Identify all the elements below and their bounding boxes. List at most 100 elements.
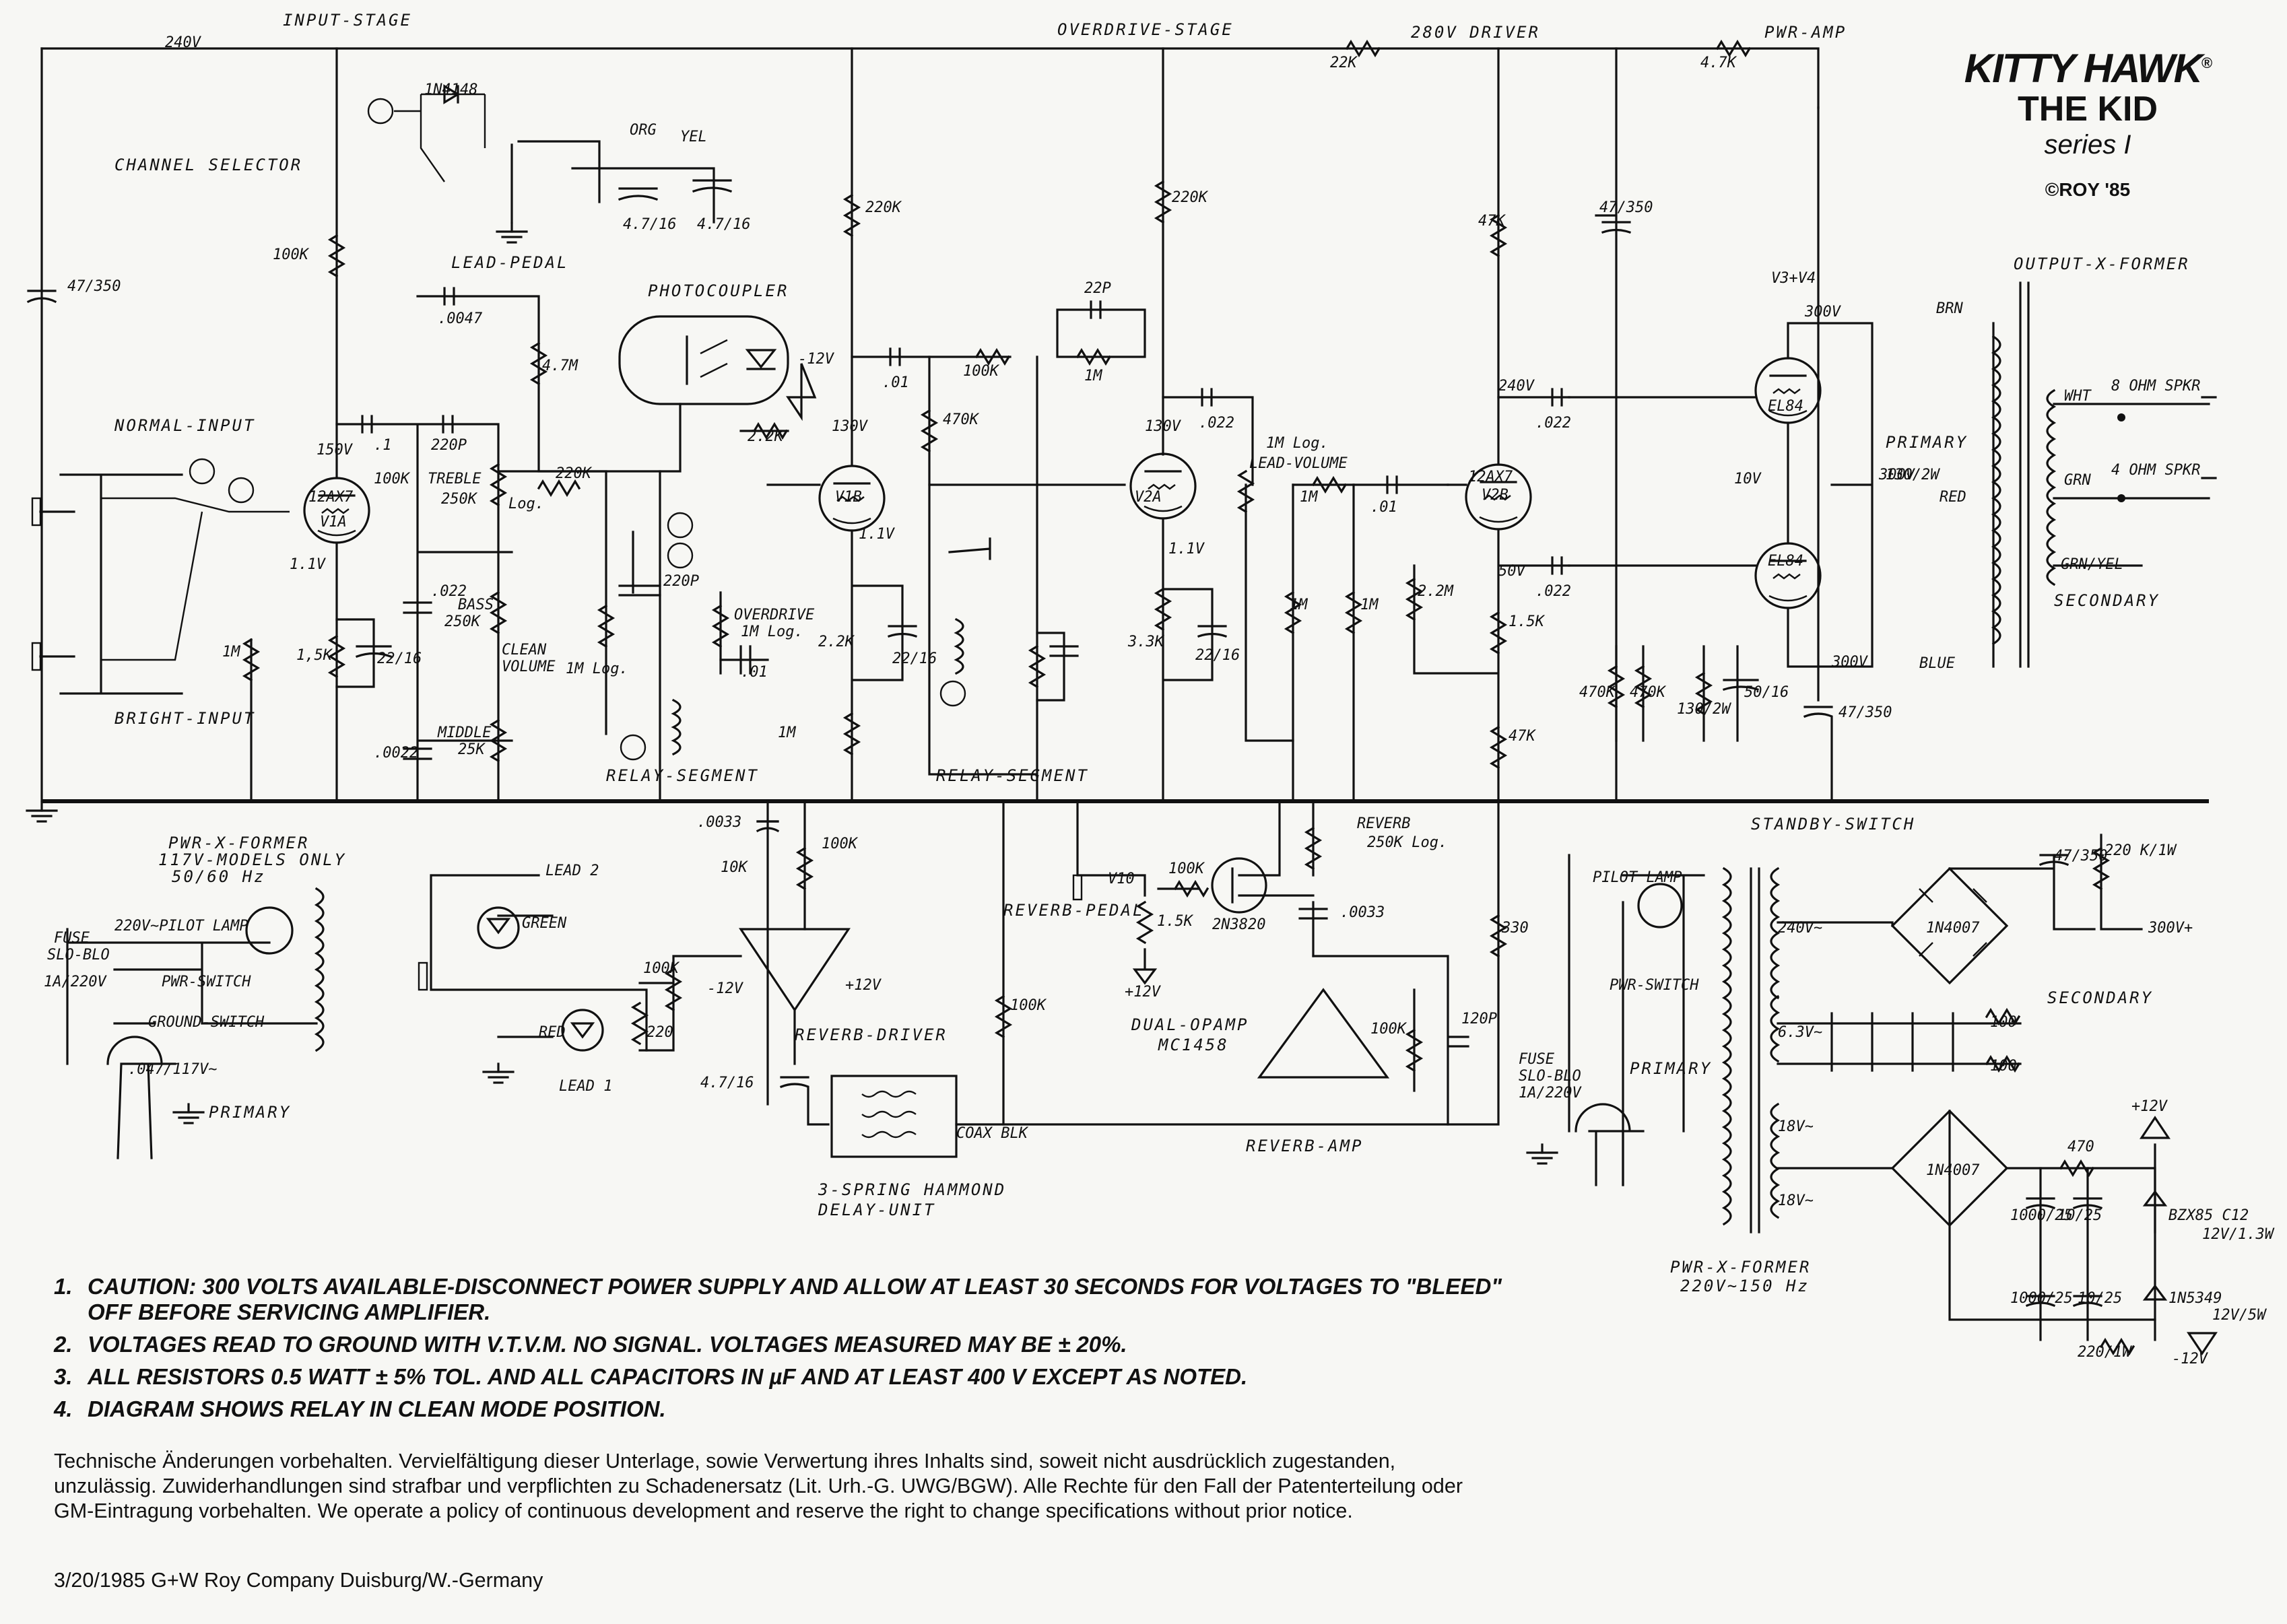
photocoupler [618,315,817,440]
label-driver: 280V DRIVER [1411,23,1540,42]
label-100k-a: 100K [273,246,310,263]
note-item: 3.ALL RESISTORS 0.5 WATT ± 5% TOL. AND A… [54,1364,1248,1389]
label-1m-e: 1M [1290,597,1308,613]
label-470k-b: 470K [1579,684,1616,701]
label-reverb-amp: REVERB-AMP [1246,1137,1364,1155]
label-reverb-driver: REVERB-DRIVER [795,1025,948,1044]
label-1n4007-a: 1N4007 [1926,920,1980,937]
label-50-16: 50/16 [1744,684,1789,701]
label-100k-f: 100K [1010,997,1047,1014]
label-47k-a: 47K [1478,213,1506,230]
label-plus12-b: +12V [1125,984,1162,1001]
label-47-16-b: 4.7/16 [697,216,750,233]
label-18v-b: 18V~ [1778,1192,1814,1209]
label-photocoupler: PHOTOCOUPLER [648,281,789,300]
label-220v-pilot: 220V~PILOT LAMP [114,918,248,935]
label-022-d: .022 [1535,583,1571,600]
label-100k-e: 100K [643,960,680,977]
label-v3v4: V3+V4 [1771,270,1816,287]
label-10-25-a: 10/25 [2057,1207,2102,1224]
label-2n3820: 2N3820 [1212,916,1265,933]
label-minus12-b: -12V [707,980,744,997]
channel-selector-switch [367,84,733,244]
label-220p-b: 220P [663,573,699,590]
label-47-350-b: 47/350 [1599,199,1653,216]
label-470k-c: 470K [1630,684,1667,701]
label-fuse-l3: 1A/220V [44,974,107,990]
label-01-c: .01 [882,374,909,391]
label-blue: BLUE [1919,655,1956,672]
label-22-16-a: 22/16 [377,650,422,667]
footer: 3/20/1985 G+W Roy Company Duisburg/W.-Ge… [54,1569,543,1592]
label-lead-volume: LEAD-VOLUME [1249,455,1348,472]
label-22-16-c: 22/16 [1195,647,1240,664]
label-1m-log-a: 1M Log. [566,661,628,677]
label-relay-segment-2: RELAY-SEGMENT [936,766,1089,785]
label-47k-b: 47K [1509,728,1536,745]
label-0033-a: .0033 [697,814,741,831]
label-output-former: OUTPUT-X-FORMER [2014,255,2190,273]
label-63v: 6.3V~ [1778,1024,1822,1041]
label-clean: CLEAN [502,642,547,658]
label-treble: TREBLE [428,471,482,487]
label-pilot-lamp: PILOT LAMP [1593,869,1682,886]
label-22k-b: 2.2K [818,634,855,650]
label-22p: 22P [1084,280,1111,297]
jfet-2n3820 [1211,857,1267,914]
label-300v-a: 300V [1804,304,1842,320]
label-1m-a: 1M [222,644,240,661]
led-red [561,1009,604,1052]
label-overdrive-stage: OVERDRIVE-STAGE [1057,20,1234,39]
label-overdrive: OVERDRIVE [734,607,815,623]
label-power-amp: PWR-AMP [1764,23,1847,42]
label-1m-d: 1M [1300,489,1318,506]
label-reverb-pedal: REVERB-PEDAL [1003,901,1144,920]
label-4ohm: 4 OHM SPKR [2111,462,2200,479]
label-fuse-l2: SLO-BLO [47,947,110,963]
label-zener-b: 1N5349 [2168,1290,2222,1307]
reverb-amp-opamp [1257,988,1390,1079]
label-022-b: .022 [1199,415,1234,432]
label-red: RED [1940,489,1966,506]
label-47-350-c: 47/350 [1838,704,1892,721]
label-v10-b: V10 [1108,871,1135,887]
series-name: series I [2044,130,2131,160]
bridge-rectifier-hv [1777,834,2143,985]
label-plus12-a: +12V [845,977,882,994]
label-330: 330 [1501,920,1529,937]
brand-block: KITTY HAWK® THE KID series I ©ROY '85 [1946,42,2229,201]
label-33k: 3.3K [1127,634,1165,650]
label-15k-b: 1.5K [1509,613,1546,630]
note-item: 2.VOLTAGES READ TO GROUND WITH V.T.V.M. … [54,1332,1127,1357]
schematic-labels: INPUT-STAGE OVERDRIVE-STAGE 280V DRIVER … [44,11,2275,1367]
label-yel: YEL [680,129,707,145]
spring-reverb-tank [830,1075,958,1158]
label-wht: WHT [2064,388,2092,405]
label-v1b: V1B [835,489,862,506]
label-lead1: LEAD 1 [559,1078,612,1095]
label-lead-volume-2: 1M Log. [1266,435,1329,452]
label-300v-c: 300V [1831,654,1869,671]
label-1m-b: 1M [1084,368,1102,384]
label-lead2: LEAD 2 [545,862,599,879]
label-220-1w: 220/1W [2078,1344,2132,1361]
label-dual-opamp-part: MC1458 [1158,1036,1229,1054]
label-11v-b: 1.1V [859,526,896,543]
label-100-b: 100 [1990,1058,2017,1075]
label-0033-b: .0033 [1340,904,1385,921]
copyright: ©ROY '85 [2045,179,2131,200]
tube-v2a [1129,452,1197,520]
label-47-16-a: 4.7/16 [623,216,676,233]
label-coax: COAX BLK [956,1125,1029,1142]
label-240v: 240V [165,34,202,51]
label-log: Log. [508,496,544,512]
label-1m-c: 1M [778,724,796,741]
label-120p: 120P [1461,1011,1497,1027]
label-12ax7-b: 12AX7 [1468,469,1513,485]
label-minus12-a: -12V [798,351,835,368]
label-channel-selector: CHANNEL SELECTOR [114,156,302,174]
label-pwr-switch-r: PWR-SWITCH [1610,977,1699,994]
label-220k-b: 220K [865,199,902,216]
label-org: ORG [630,122,657,139]
label-11v-a: 1.1V [290,556,327,573]
